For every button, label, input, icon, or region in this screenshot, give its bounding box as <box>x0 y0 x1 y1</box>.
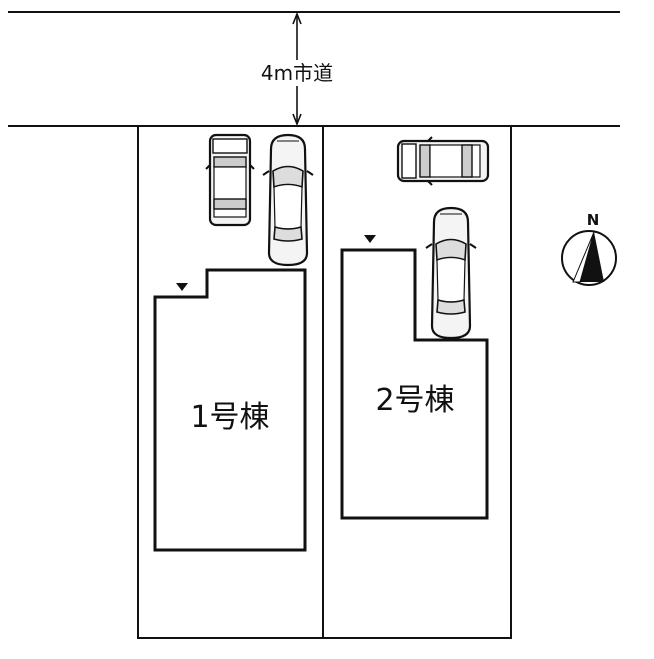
compass-circle <box>561 230 617 286</box>
lot-boundary <box>137 126 512 639</box>
road-width-dimension: 4m市道 <box>256 11 338 127</box>
road-label: 4m市道 <box>261 61 333 85</box>
car-lot1-sedan <box>261 133 315 267</box>
building-1-outline <box>153 268 307 552</box>
building-2: 2号棟 <box>340 235 489 520</box>
building-2-label: 2号棟 <box>375 383 454 418</box>
building-1: 1号棟 <box>153 268 307 552</box>
north-label: N <box>587 211 600 229</box>
north-compass: N <box>561 211 617 286</box>
building-1-label: 1号棟 <box>190 400 269 435</box>
car-lot2-compact <box>396 135 490 187</box>
entrance-marker-2 <box>364 235 376 243</box>
building-2-outline <box>340 248 489 520</box>
entrance-marker-1 <box>176 283 188 291</box>
car-lot1-compact <box>204 133 256 227</box>
car-lot2-sedan <box>424 206 478 340</box>
